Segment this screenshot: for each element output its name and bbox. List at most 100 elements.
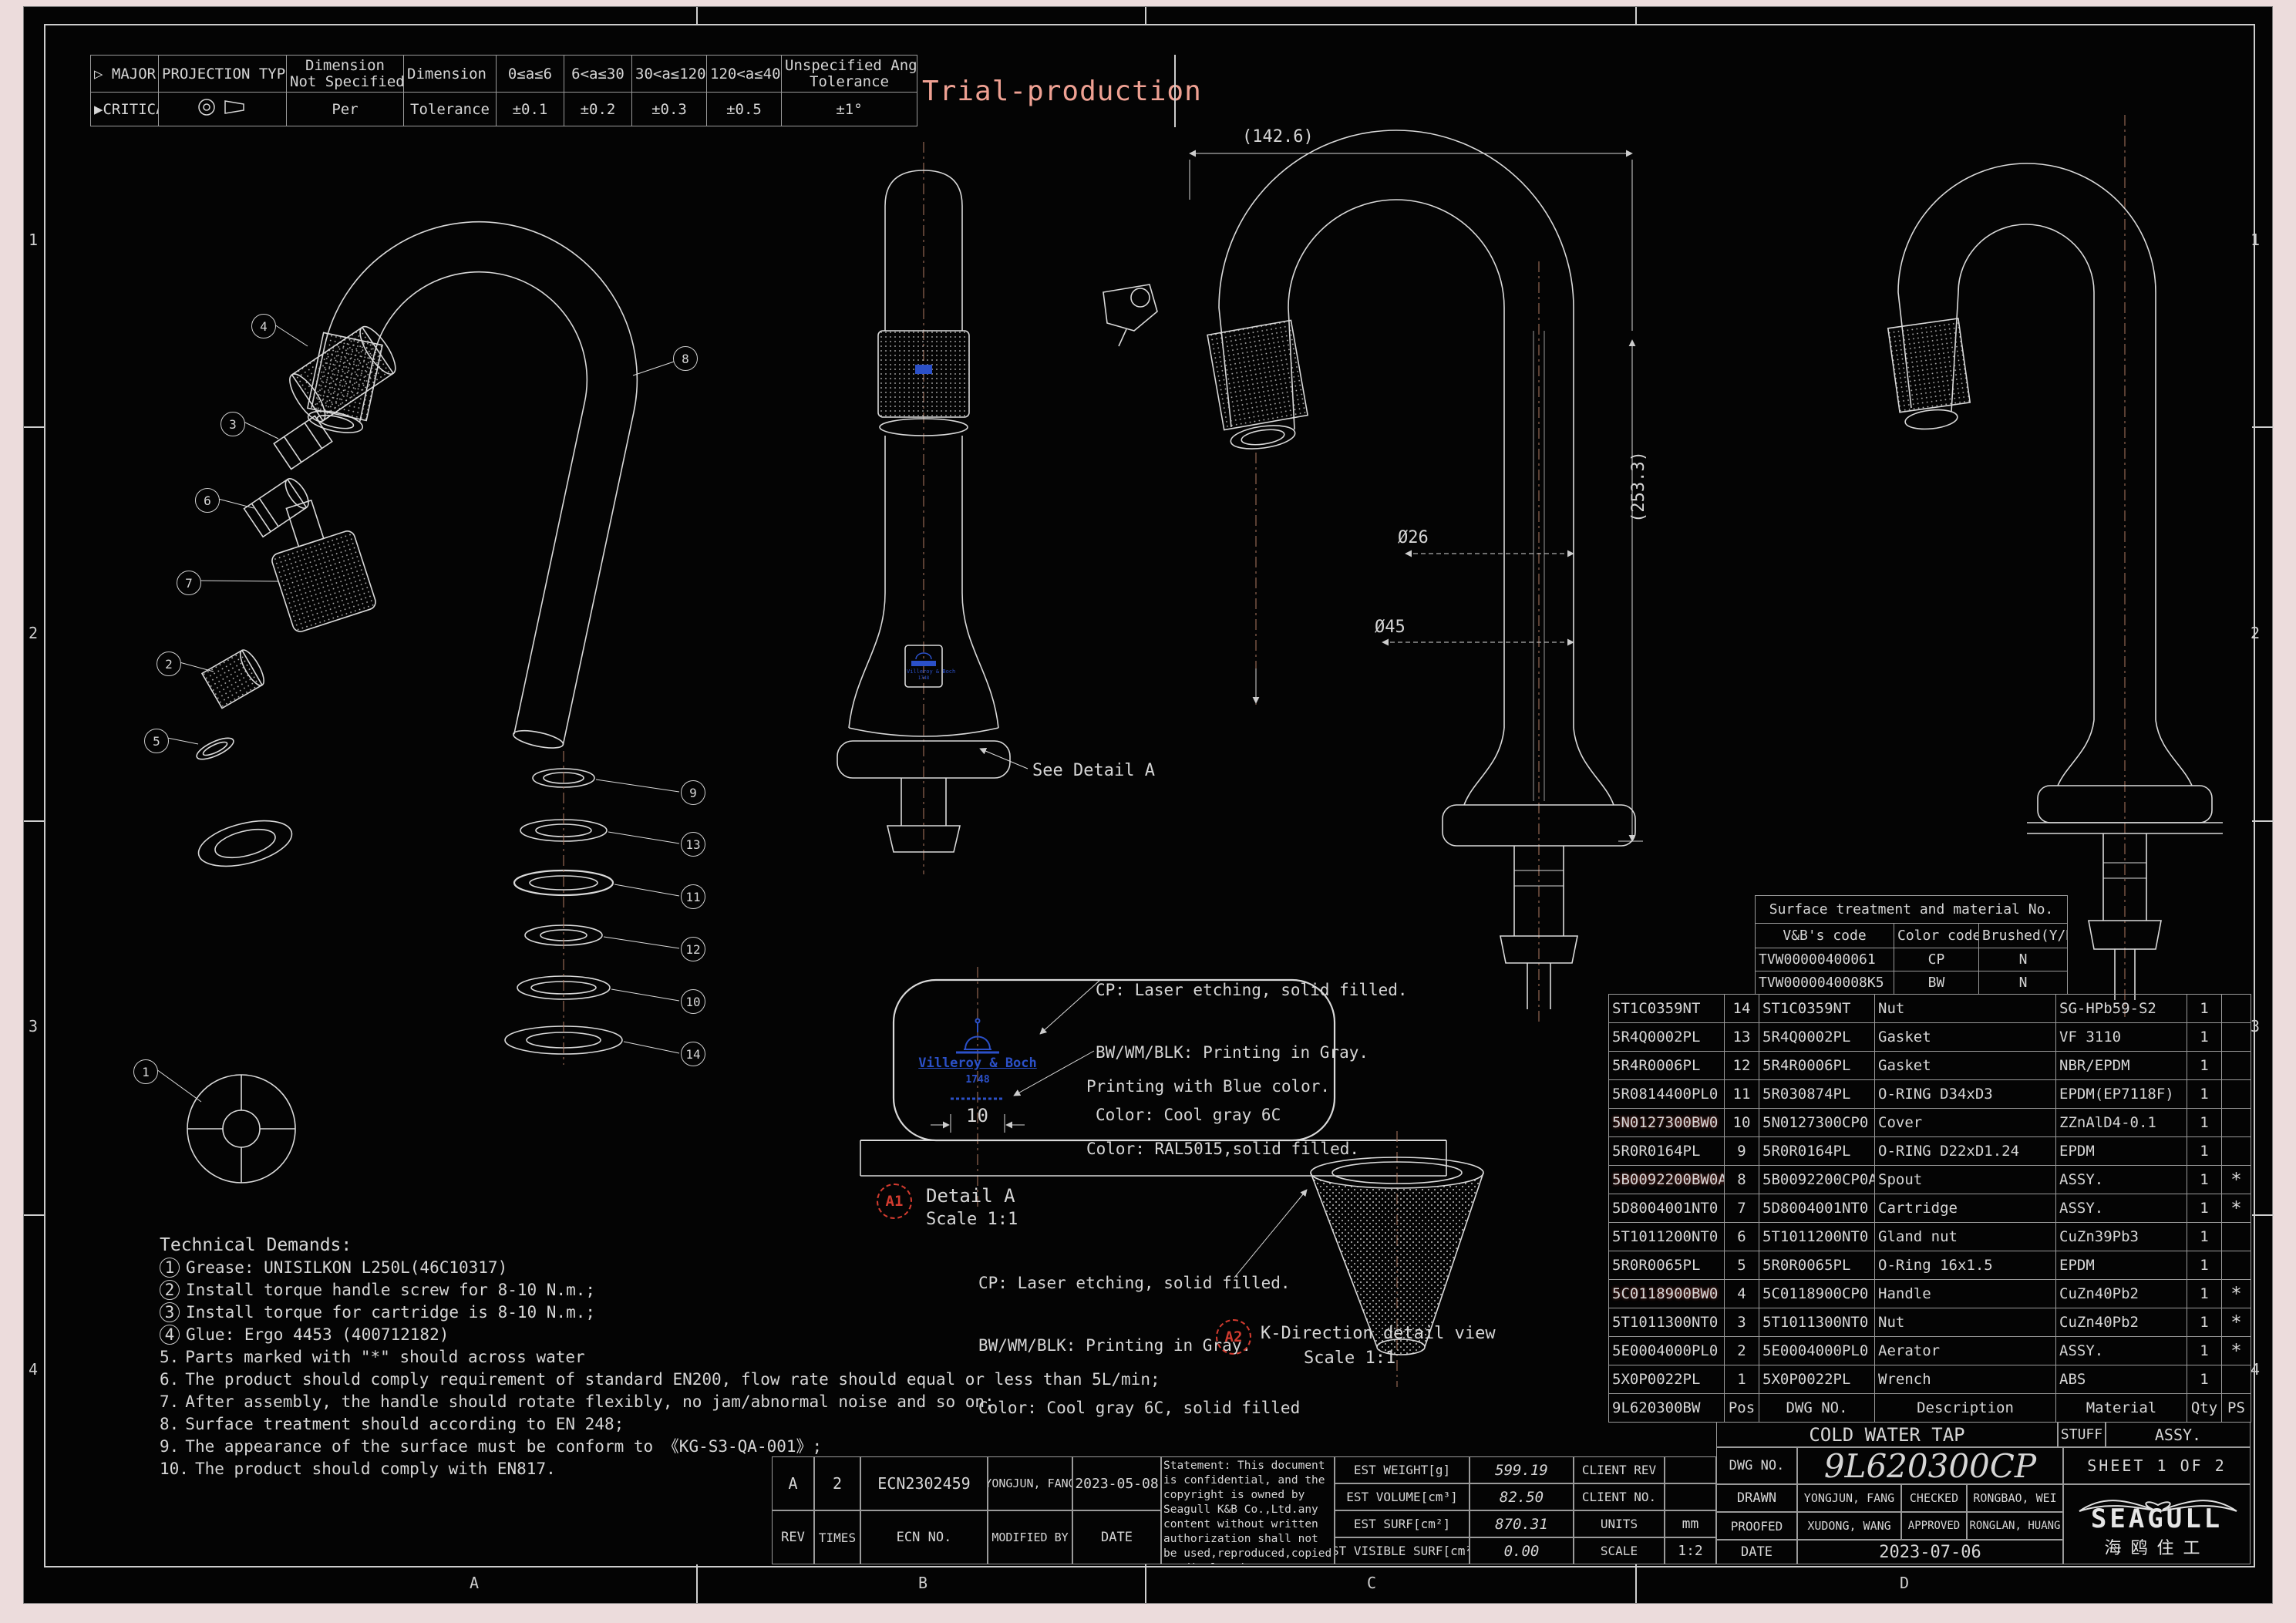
bom-ps: *: [2221, 1336, 2251, 1365]
bom-alt-number: 5E0004000PL0: [1608, 1336, 1725, 1365]
range-3: 120<a≤400: [706, 55, 782, 93]
drawing-frame: [44, 24, 2255, 1567]
bom-ps: [2221, 1051, 2251, 1080]
note-number: 8.: [160, 1415, 180, 1433]
times-value: 2: [814, 1456, 860, 1510]
part-balloon: 10: [681, 989, 705, 1014]
exploded-cartridge: [258, 491, 377, 634]
bom-material: EPDM: [2055, 1251, 2187, 1280]
exploded-nut: [274, 416, 332, 470]
note-item: 7.After assembly, the handle should rota…: [160, 1391, 1100, 1413]
bom-description: Spout: [1874, 1165, 2056, 1194]
range-2: 30<a≤120: [631, 55, 707, 93]
bom-qty: 1: [2187, 1051, 2222, 1080]
note-number: 5.: [160, 1348, 180, 1366]
bom-qty: 1: [2187, 1165, 2222, 1194]
front-view: [837, 142, 1028, 874]
color-code: BW: [1894, 971, 1979, 995]
note-text: The product should comply with EN817.: [194, 1460, 556, 1478]
rear-view: [1888, 115, 2223, 1017]
zone-tick: [2252, 1214, 2274, 1216]
filled-flag-icon: ▶: [94, 100, 103, 118]
bom-material: ZZnAlD4-0.1: [2055, 1108, 2187, 1137]
notes-title: Technical Demands:: [160, 1235, 352, 1255]
bom-alt-number: 5X0P0022PL: [1608, 1365, 1725, 1394]
bom-material: EPDM(EP7118F): [2055, 1079, 2187, 1109]
part-balloon: 12: [681, 937, 705, 961]
note-text: The appearance of the surface must be co…: [185, 1437, 823, 1456]
client-row: SCALE 1:2: [1574, 1537, 1716, 1564]
detail-a-ref-circle: A1: [877, 1184, 912, 1219]
bom-col-mat: Material: [2055, 1393, 2187, 1423]
client-value: [1665, 1483, 1716, 1510]
major-label: MAJOR: [111, 65, 157, 82]
est-table: EST WEIGHT[g] 599.19 EST VOLUME[cm³] 82.…: [1335, 1456, 1574, 1564]
zone-left-3: 3: [29, 1017, 39, 1035]
bom-ps: [2221, 1222, 2251, 1251]
bom-pos: 3: [1724, 1308, 1759, 1337]
part-balloon: 3: [221, 412, 245, 436]
company-name-cn: 海鸥住工: [2104, 1539, 2210, 1558]
dim-not-specified-header: Dimension Not Specified: [286, 55, 404, 93]
bom-qty: 1: [2187, 994, 2222, 1023]
checked-label: CHECKED: [1901, 1484, 1967, 1512]
zone-tick: [1635, 7, 1637, 25]
bom-description: Cartridge: [1874, 1194, 2056, 1223]
zone-bottom-b: B: [918, 1574, 928, 1592]
est-label: EST WEIGHT[g]: [1335, 1456, 1470, 1483]
bom-pos: 7: [1724, 1194, 1759, 1223]
est-value: 0.00: [1470, 1537, 1574, 1564]
bom-row: 5D8004001NT0 7 5D8004001NT0 Cartridge AS…: [1608, 1194, 2251, 1223]
bom-ps: [2221, 1022, 2251, 1052]
bom-ps: [2221, 1108, 2251, 1137]
bom-material: ASSY.: [2055, 1165, 2187, 1194]
rev-value: A: [772, 1456, 814, 1510]
checked-value: RONGBAO, WEI: [1967, 1484, 2063, 1512]
bom-qty: 1: [2187, 1308, 2222, 1337]
bom-row: 5X0P0022PL 1 5X0P0022PL Wrench ABS 1: [1608, 1365, 2251, 1394]
proofed-value: XUDONG, WANG: [1797, 1512, 1901, 1540]
projection-symbol-cell: [158, 92, 287, 126]
bom-material: CuZn40Pb2: [2055, 1308, 2187, 1337]
bom-description: Nut: [1874, 994, 2056, 1023]
proofed-label: PROOFED: [1716, 1512, 1797, 1540]
bom-description: Handle: [1874, 1279, 2056, 1308]
bom-alt-number: 5N0127300BW0: [1608, 1108, 1725, 1137]
bom-material: ASSY.: [2055, 1336, 2187, 1365]
zone-bottom-a: A: [470, 1574, 480, 1592]
angle-tol: ±1°: [781, 92, 917, 126]
bom-pos: 11: [1724, 1079, 1759, 1109]
zone-left-4: 4: [29, 1360, 39, 1379]
dim-a-header: Dimension a: [403, 55, 497, 93]
bom-pos: 13: [1724, 1022, 1759, 1052]
stuff-label: STUFF: [2058, 1422, 2106, 1447]
trial-production-label: Trial-production: [922, 76, 1202, 107]
note-number: 6.: [160, 1370, 180, 1389]
bom-dwg-no: 5N0127300CP0: [1759, 1108, 1875, 1137]
drawing-sheet: ▷ MAJOR PROJECTION TYPE Dimension Not Sp…: [23, 6, 2274, 1604]
note-item: 9.The appearance of the surface must be …: [160, 1436, 1100, 1458]
major-flag-cell: ▷ MAJOR: [90, 55, 159, 93]
zone-bottom-c: C: [1367, 1574, 1377, 1592]
statement-cell: Statement: This document is confidential…: [1161, 1456, 1335, 1564]
seagull-icon: [2079, 1500, 2237, 1513]
bom-row: 5C0118900BW0 4 5C0118900CP0 Handle CuZn4…: [1608, 1279, 2251, 1308]
tol-0: ±0.1: [496, 92, 564, 126]
surface-col-brushed: Brushed(Y/N): [1978, 923, 2069, 948]
exploded-handle: [284, 322, 402, 426]
k-detail-title: K-Direction detail view: [1261, 1324, 1496, 1343]
note-number: 4: [160, 1325, 180, 1345]
bom-pos: 1: [1724, 1365, 1759, 1394]
zone-bottom-d: D: [1900, 1574, 1910, 1592]
est-value: 599.19: [1470, 1456, 1574, 1483]
bom-alt-number: 5C0118900BW0: [1608, 1279, 1725, 1308]
detail-a-title: Detail A: [926, 1185, 1015, 1207]
bom-pos: 2: [1724, 1336, 1759, 1365]
bom-col-ps: PS: [2221, 1393, 2251, 1423]
bom-description: Aerator: [1874, 1336, 2056, 1365]
company-name: SEAGULL: [2090, 1503, 2224, 1534]
product-name: COLD WATER TAP: [1716, 1422, 2058, 1447]
aerator-detail: [1234, 1131, 1483, 1387]
